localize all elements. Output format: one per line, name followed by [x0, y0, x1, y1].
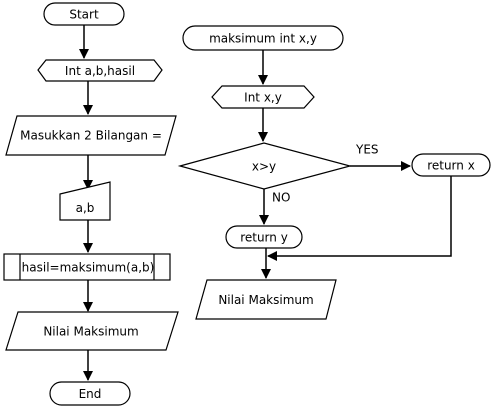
yes-branch-label: YES: [355, 143, 379, 157]
start-label: Start: [69, 8, 99, 22]
input-label: a,b: [76, 201, 95, 215]
function-terminator: maksimum int x,y: [182, 25, 344, 51]
return-x-terminator: return x: [411, 153, 491, 177]
output-parallelogram: Nilai Maksimum: [5, 311, 179, 351]
function-label: maksimum int x,y: [209, 32, 317, 46]
no-branch-label: NO: [272, 191, 290, 205]
prompt-output-parallelogram: Masukkan 2 Bilangan =: [5, 115, 177, 156]
function-declare-hexagon: Int x,y: [211, 85, 315, 109]
return-x-label: return x: [427, 159, 475, 173]
arrow-return-x-merge: [267, 176, 452, 261]
manual-input-shape: a,b: [59, 181, 111, 221]
predefined-process-box: hasil=maksimum(a,b): [3, 253, 171, 281]
return-y-label: return y: [240, 231, 288, 245]
function-declare-label: Int x,y: [244, 91, 282, 105]
end-terminator: End: [49, 381, 131, 406]
end-label: End: [79, 387, 102, 401]
function-output-label: Nilai Maksimum: [218, 293, 313, 307]
prompt-label: Masukkan 2 Bilangan =: [20, 129, 162, 143]
process-label: hasil=maksimum(a,b): [22, 261, 155, 275]
decision-diamond: x>y: [177, 142, 353, 190]
declare-variables-hexagon: Int a,b,hasil: [37, 59, 163, 82]
output-label: Nilai Maksimum: [43, 325, 138, 339]
function-output-parallelogram: Nilai Maksimum: [195, 279, 337, 320]
start-terminator: Start: [43, 2, 125, 26]
declare-variables-label: Int a,b,hasil: [65, 64, 135, 78]
decision-label: x>y: [252, 160, 276, 174]
return-y-terminator: return y: [225, 225, 303, 249]
